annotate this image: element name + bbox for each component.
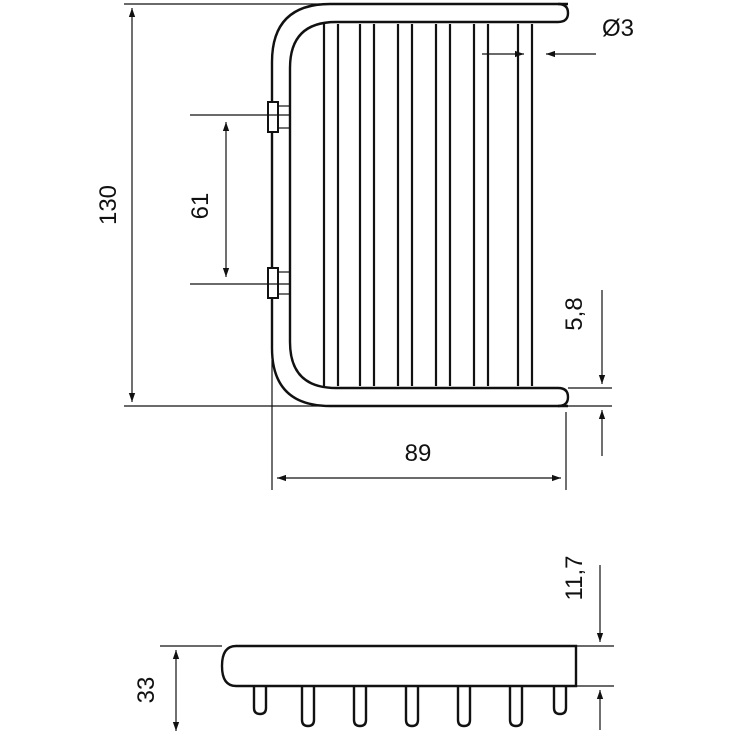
side-leg [252,686,268,716]
dimension-top-offset: 11,7 [561,556,614,730]
dimension-depth: 33 [133,645,222,731]
basket-bars [322,24,534,386]
dimension-height: 130 [95,3,320,407]
dimension-label-mount-spacing: 61 [187,193,214,220]
dimension-label-depth: 33 [133,677,160,704]
dimension-label-rod-diameter: Ø3 [602,15,634,42]
dimension-label-gap: 5,8 [561,297,588,330]
side-leg [552,686,568,716]
side-leg [508,686,524,728]
frame-end-top [557,2,570,24]
frame-inner [288,20,558,390]
basket-top-view [267,2,570,408]
wall-mount-bottom [267,267,279,299]
wall-mount-top [267,101,279,133]
dimension-gap: 5,8 [561,290,612,456]
dimension-label-width: 89 [405,440,432,467]
basket-side-view [220,644,578,728]
side-leg [404,686,420,728]
dimension-label-top-offset: 11,7 [561,556,588,601]
side-leg [300,686,316,728]
side-legs [252,686,568,728]
dimension-label-height: 130 [95,185,122,225]
dimension-width: 89 [271,360,567,490]
frame-outer [270,2,568,408]
dimension-rod-diameter: Ø3 [482,15,634,58]
frame-end-bottom [557,386,570,408]
side-leg [352,686,368,728]
side-leg [456,686,472,728]
dimension-mount-spacing: 61 [187,114,290,285]
side-profile [220,644,578,688]
